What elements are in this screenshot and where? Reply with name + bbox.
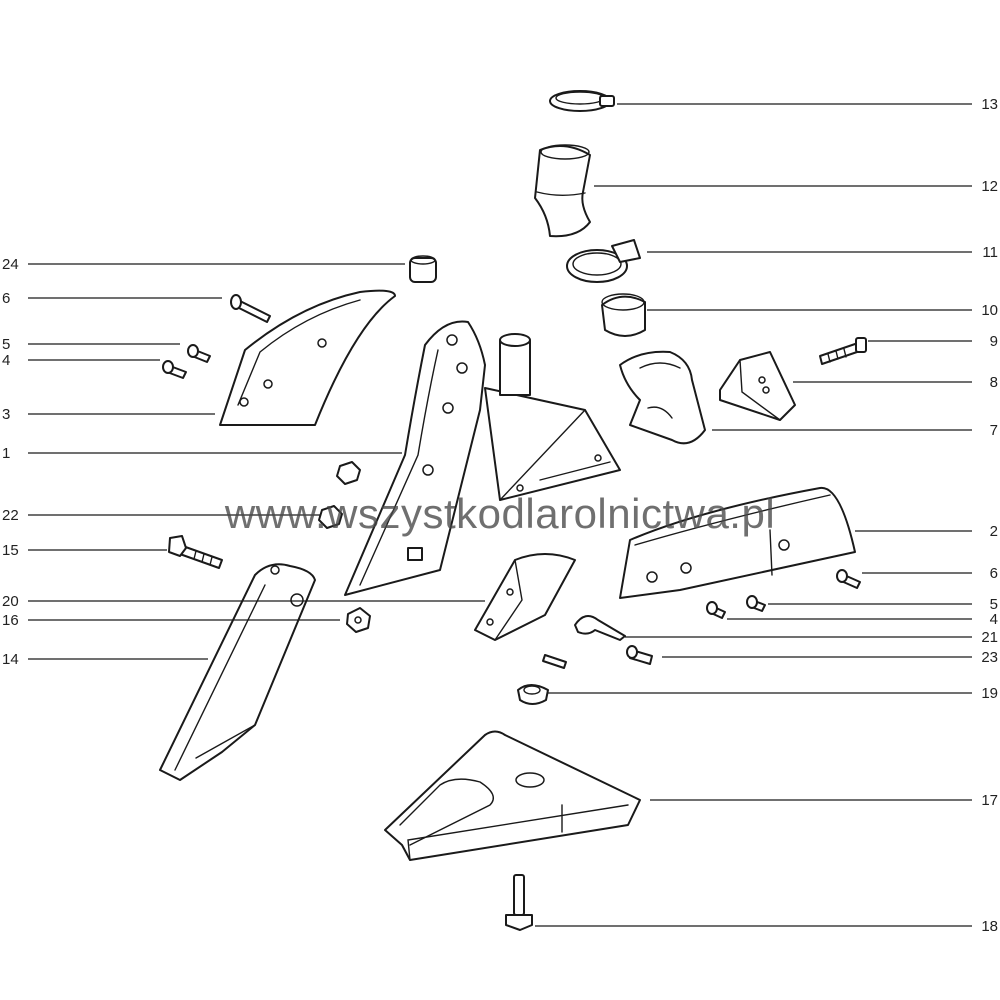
part-22-nut [318, 461, 361, 529]
callout-number-21: 21 [981, 629, 998, 646]
part-5-bolt-right [746, 595, 766, 612]
callout-number-15: 15 [2, 542, 19, 559]
callout-number-1: 1 [2, 445, 10, 462]
part-21-hook [574, 615, 626, 641]
part-11-band-clamp [566, 239, 641, 283]
part-6-bolt-left [230, 294, 271, 323]
callout-number-11: 11 [982, 244, 998, 261]
part-16-nut [346, 607, 371, 633]
callout-number-10: 10 [981, 302, 998, 319]
part-15-bolt [168, 535, 223, 569]
part-20-side-plate [474, 553, 576, 641]
part-18-bolt [505, 874, 533, 931]
part-10-bushing [601, 293, 646, 337]
callout-number-4b: 4 [990, 611, 998, 628]
callout-number-5b: 5 [990, 596, 998, 613]
callout-number-22: 22 [2, 507, 19, 524]
part-4-bolt-right [706, 601, 726, 619]
callout-number-19: 19 [981, 685, 998, 702]
callout-number-8: 8 [990, 374, 998, 391]
part-3-wing-plate [219, 289, 396, 426]
part-8-angle-bracket [719, 351, 796, 421]
callout-number-14: 14 [2, 651, 19, 668]
part-19-washer [517, 684, 549, 705]
part-23-bolt [542, 645, 653, 669]
callout-number-17: 17 [981, 792, 998, 809]
callout-number-6b: 6 [990, 565, 998, 582]
callout-number-5a: 5 [2, 336, 10, 353]
callout-number-3: 3 [2, 406, 10, 423]
part-5-bolt-left [187, 344, 211, 363]
left-callouts: 24 6 54 3 1 22 15 20 16 14 [2, 256, 485, 668]
callout-number-2: 2 [990, 523, 998, 540]
part-6-bolt-right [836, 569, 861, 589]
callout-number-9: 9 [990, 333, 998, 350]
part-2-share-plate [619, 486, 856, 599]
callout-number-6a: 6 [2, 290, 10, 307]
callout-number-20: 20 [2, 593, 19, 610]
part-13-hose-clamp [549, 90, 615, 112]
part-9-bolt [819, 337, 867, 365]
callout-number-23: 23 [981, 649, 998, 666]
part-4-bolt-left [162, 360, 187, 379]
part-24-spacer [409, 255, 437, 283]
callout-number-7: 7 [990, 422, 998, 439]
part-7-tube-bracket [619, 350, 706, 445]
callout-number-13: 13 [981, 96, 998, 113]
part-12-elbow-tube [534, 144, 591, 238]
callout-number-12: 12 [981, 178, 998, 195]
callout-number-16: 16 [2, 612, 19, 629]
part-14-arm [159, 563, 316, 781]
callout-number-24: 24 [2, 256, 19, 273]
callout-number-4a: 4 [2, 352, 10, 369]
part-17-base-foot [384, 730, 641, 861]
part-1-main-shank [344, 320, 621, 596]
watermark-text: www.wszystkodlarolnictwa.pl [224, 490, 775, 537]
callout-number-18: 18 [981, 918, 998, 935]
